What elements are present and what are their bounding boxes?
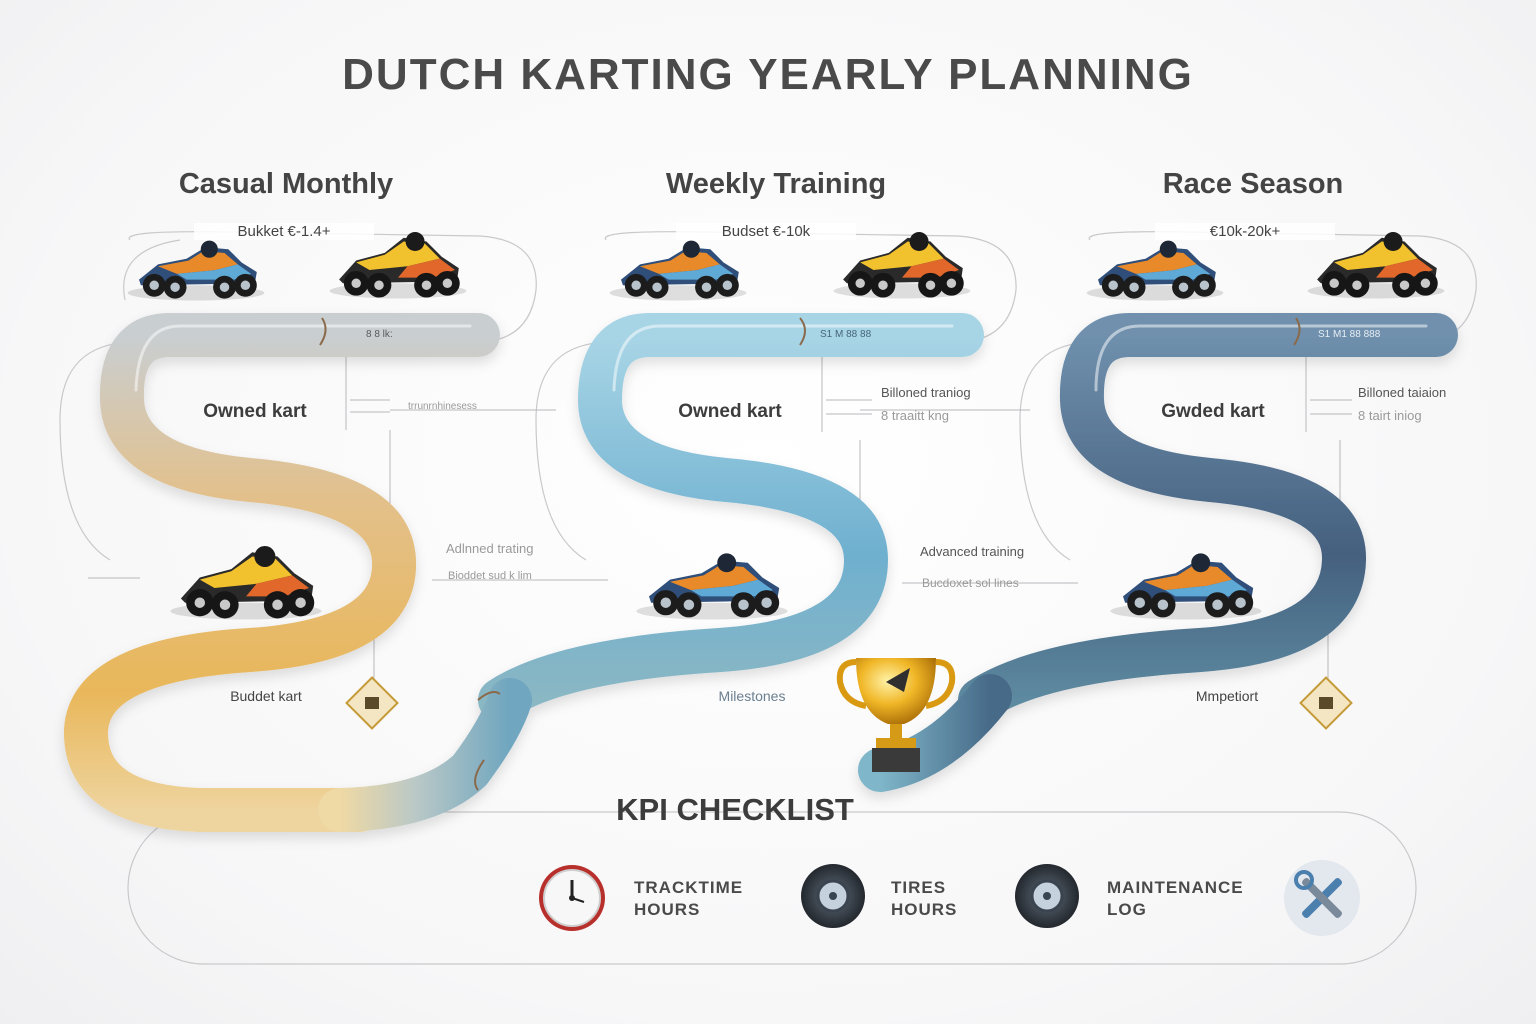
track-casual [64,313,500,832]
bar-label-weekly: S1 M 88 88 [820,329,872,340]
kart-label-weekly: Owned kart [678,401,782,422]
kpi-item-line2: HOURS [634,900,701,919]
plan-title-weekly: Weekly Training [665,168,887,200]
milestone-weekly: Milestones [718,688,786,704]
kart-image [1086,240,1224,301]
bar-label-casual: 8 8 lk: [366,329,393,340]
kart-image [833,232,971,299]
kpi-item-maintenance: MAINTENANCE LOG [1107,877,1287,921]
badge-icon [345,676,399,730]
kart-image [1307,232,1445,299]
mid-note-casual-2: Bioddet sud k lim [448,570,532,582]
clock-icon [539,865,605,931]
kart-image [609,240,747,301]
milestone-race: Mmpetiort [1195,688,1259,704]
budget-label-weekly: Budset €-10k [676,223,856,240]
budget-label-race: €10k-20k+ [1155,223,1335,240]
kart-label-race: Gwded kart [1161,401,1265,422]
bar-label-race: S1 M1 88 888 [1318,329,1381,340]
kpi-item-line2: HOURS [891,900,958,919]
plan-title-race: Race Season [1162,168,1344,200]
kart-image [1110,553,1262,620]
track-connector-1 [318,678,532,832]
tire-icon [801,864,865,928]
track-race [958,313,1458,722]
plan-title-casual: Casual Monthly [178,168,394,200]
track-ornaments [319,317,1301,791]
kpi-item-line1: TRACKTIME [634,878,744,897]
kart-image [636,553,788,620]
badge-icon [1299,676,1353,730]
wrench-icon [1284,860,1360,936]
side-note-weekly-1: Billoned traniog [881,385,971,400]
page-title: DUTCH KARTING YEARLY PLANNING [342,50,1194,99]
kpi-item-line1: TIRES [891,878,947,897]
kart-image [329,232,467,299]
kart-image [170,546,322,620]
side-note-race-2: 8 tairt iniog [1358,408,1422,423]
milestone-casual: Buddet kart [230,688,302,704]
track-weekly [478,313,984,722]
side-note-race-1: Billoned taiaion [1358,385,1447,400]
kpi-item-tracktime: TRACKTIME HOURS [634,877,814,921]
kpi-item-line1: MAINTENANCE [1107,878,1244,897]
trophy-icon [836,658,956,772]
kpi-checklist-title: KPI CHECKLIST [616,792,854,827]
kart-label-casual: Owned kart [203,401,307,422]
mid-note-casual-1: Adlnned trating [446,541,534,556]
side-note-weekly-2: 8 traaitt kng [881,408,949,423]
kpi-item-tires: TIRES HOURS [891,877,1071,921]
mid-note-weekly-1: Advanced training [920,544,1025,559]
side-note-casual: trrunrnhinesess [408,401,477,412]
tire-icon [1015,864,1079,928]
mid-note-weekly-2: Bucdoxet sol lines [922,576,1019,590]
kpi-item-line2: LOG [1107,900,1147,919]
budget-label-casual: Bukket €-1.4+ [194,223,374,240]
